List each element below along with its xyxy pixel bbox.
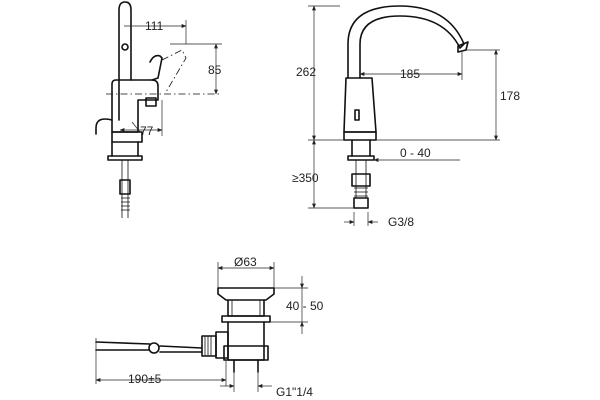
dim-diameter-label: Ø63	[234, 255, 257, 269]
front-body	[343, 77, 377, 133]
waste-body	[227, 321, 265, 361]
dim-77-label: 77	[140, 124, 154, 138]
hose	[95, 118, 113, 135]
side-view: 111 85 77	[95, 1, 222, 218]
lever-shaft	[118, 1, 132, 121]
lever-handle	[149, 54, 163, 81]
supply-nut	[119, 179, 131, 195]
lever-pivot	[121, 43, 129, 51]
dim-height-label: 40 - 50	[286, 299, 324, 313]
base-flange	[111, 131, 143, 143]
base-plate	[107, 155, 143, 161]
lever-alt-position	[161, 49, 187, 93]
pop-up-rod	[95, 341, 151, 345]
dim-185-label: 185	[400, 67, 420, 81]
dim-111-label: 111	[145, 19, 164, 33]
dim-rod-length-label: 190±5	[128, 372, 162, 386]
dim-178-label: 178	[500, 89, 520, 103]
dim-262-label: 262	[296, 65, 316, 79]
waste-flange	[217, 287, 275, 301]
dim-85-label: 85	[208, 63, 222, 77]
front-base-plate	[347, 155, 375, 161]
dim-thread-label: G3/8	[388, 215, 414, 229]
dim-range-label: 0 - 40	[400, 146, 431, 160]
waste-view: Ø63 40 - 50 190±5 G1"1/4	[95, 255, 324, 399]
pop-up-connector	[201, 335, 217, 357]
front-supply-fitting	[351, 173, 371, 187]
sensor-window	[354, 109, 360, 121]
front-view: 262 185 178 0 - 40 ≥350 G3/8	[292, 5, 520, 229]
waste-lower-nut	[223, 345, 269, 361]
rod-joint	[148, 342, 160, 354]
waste-nut	[221, 315, 271, 323]
dim-waste-thread-label: G1"1/4	[276, 385, 313, 399]
dim-350-label: ≥350	[292, 171, 319, 185]
